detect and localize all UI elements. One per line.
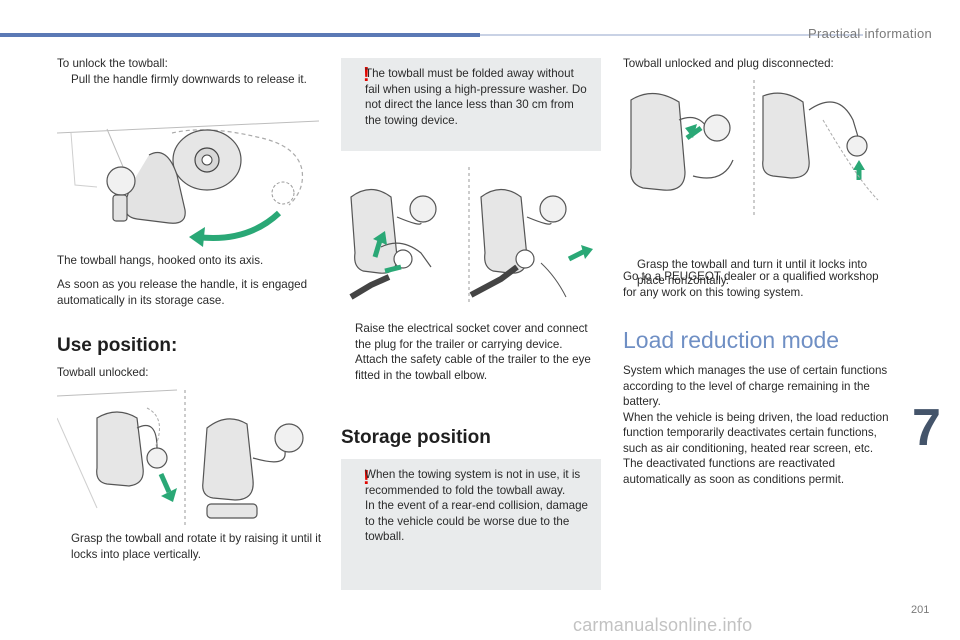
warning-box-storage: ! When the towing system is not in use, … [341,459,601,590]
grasp-rotate-step: Grasp the towball and rotate it by raisi… [57,531,327,562]
load-reduction-p1: System which manages the use of certain … [623,364,888,408]
plug-connection-illustration [349,167,593,302]
warning-storage-text-a: When the towing system is not in use, it… [365,468,581,497]
towball-unlocked-label: Towball unlocked: [57,366,149,379]
storage-position-heading: Storage position [341,427,491,448]
warning-box-washer: ! The towball must be folded away withou… [341,58,601,151]
unlock-instructions: To unlock the towball: Pull the handle f… [57,56,322,87]
grasp-rotate-text: Grasp the towball and rotate it by raisi… [71,532,322,561]
grasp-turn-text: Grasp the towball and turn it until it l… [637,258,868,287]
attach-step: Attach the safety cable of the trailer t… [341,352,599,383]
towball-release-illustration [57,120,319,247]
use-position-heading: Use position: [57,335,178,356]
load-reduction-heading: Load reduction mode [623,327,840,353]
page-number: 201 [911,604,930,616]
release-note: As soon as you release the handle, it is… [57,278,308,307]
towball-unlocked-unplugged-label: Towball unlocked and plug disconnected: [623,57,834,70]
unlock-title: To unlock the towball: [57,57,168,70]
header-bar-light [480,34,863,36]
use-position-illustration [57,389,304,526]
watermark: carmanualsonline.info [573,615,753,635]
warning-storage-text-b: In the event of a rear-end collision, da… [365,499,588,543]
towball-hangs: The towball hangs, hooked onto its axis. [57,254,264,267]
attach-step-text: Attach the safety cable of the trailer t… [355,353,591,382]
warning-storage-text: When the towing system is not in use, it… [365,467,595,545]
dealer-note: Go to a PEUGEOT dealer or a qualified wo… [623,270,879,299]
unlock-step-text: Pull the handle firmly downwards to rele… [71,72,307,86]
unlock-step: Pull the handle firmly downwards to rele… [57,72,322,88]
raise-step: Raise the electrical socket cover and co… [341,321,599,352]
section-title: Practical information [808,26,933,41]
grasp-turn-step: Grasp the towball and turn it until it l… [623,257,893,288]
header-bar [0,33,480,37]
chapter-tab: 7 [912,399,941,457]
warning-icon: ! [363,64,370,86]
load-reduction-p2: When the vehicle is being driven, the lo… [623,410,889,455]
warning-icon: ! [363,467,370,489]
storage-rotation-illustration [630,80,879,215]
raise-step-text: Raise the electrical socket cover and co… [355,322,588,351]
load-reduction-p3: The deactivated functions are reactivate… [623,457,845,486]
load-reduction-body: System which manages the use of certain … [623,363,891,487]
connection-steps: Raise the electrical socket cover and co… [341,321,599,383]
warning-washer-text: The towball must be folded away without … [365,67,587,127]
